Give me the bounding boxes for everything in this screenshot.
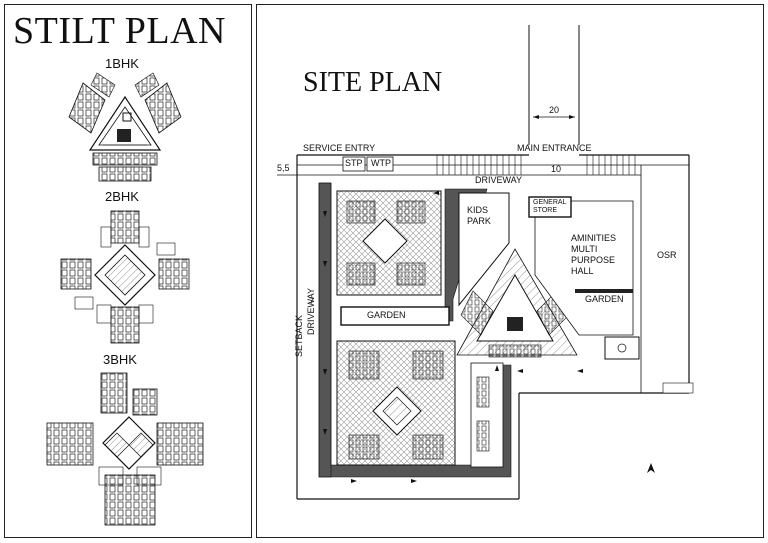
setback-label: SETBACK: [294, 314, 304, 357]
stilt-plan-title: STILT PLAN: [13, 10, 226, 52]
kids-park-area: [458, 192, 510, 307]
main-entrance-label: MAIN ENTRANCE: [517, 143, 592, 153]
site-plan-drawing: [277, 25, 694, 500]
stp-label: STP: [345, 158, 363, 168]
stilt-plan-1bhk: [68, 72, 182, 182]
road-width-dimension: 20: [549, 105, 560, 115]
tower-lower-core: [382, 396, 412, 426]
parking-lower-a: [348, 350, 380, 380]
entrance-width-dimension: 10: [551, 164, 562, 174]
garden-right-edge: [575, 289, 633, 293]
court-centre: [617, 343, 627, 353]
tower-triangular-core: [507, 317, 523, 331]
unit-label-1bhk: 1BHK: [105, 56, 139, 71]
general-store-label: GENERAL STORE: [533, 199, 567, 214]
site-plan-panel: SITE PLAN: [256, 4, 764, 538]
parking-tri-bottom: [488, 344, 542, 358]
tower-upper: [362, 218, 408, 264]
driveway-width-dimension: 7: [309, 296, 315, 306]
tower-triangular: [476, 273, 554, 342]
parking-upper-b: [396, 200, 426, 224]
driveway-left-label: DRIVEWAY: [306, 287, 316, 335]
parking-column-b: [476, 420, 490, 452]
stilt-plan-2bhk: [60, 210, 190, 344]
access-road: [528, 25, 580, 145]
parking-upper-d: [396, 262, 426, 286]
garden-right-label: GARDEN: [585, 294, 624, 304]
wtp-box: [366, 156, 394, 172]
kids-park-label: KIDS PARK: [467, 205, 491, 226]
amenities-area: [534, 200, 634, 336]
left-setback-dimension: 5,5: [277, 163, 290, 173]
stilt-plan-panel: STILT PLAN 1BHK 2BHK 3BHK: [4, 4, 252, 538]
osr-label: OSR: [657, 250, 677, 260]
parking-lower-c: [348, 434, 380, 460]
garden-strip-left: [340, 306, 450, 326]
parking-tri-left: [460, 290, 494, 336]
unit-label-2bhk: 2BHK: [105, 189, 139, 204]
site-plan-title: SITE PLAN: [303, 67, 443, 98]
flow-arrows: [323, 191, 583, 483]
general-store-box: [528, 196, 572, 218]
driveway-top-label: DRIVEWAY: [475, 175, 523, 185]
court: [604, 336, 640, 360]
amenities-label: AMINITIES MULTI PURPOSE HALL: [571, 233, 617, 276]
stilt-plans-drawing: [46, 72, 204, 526]
service-entry-label: SERVICE ENTRY: [303, 143, 376, 153]
garden-left-label: GARDEN: [367, 310, 406, 320]
parking-upper-c: [346, 262, 376, 286]
parking-lower-d: [412, 434, 444, 460]
north-arrow-icon: [647, 463, 655, 473]
site-boundary: [277, 154, 690, 500]
parking-upper-a: [346, 200, 376, 224]
parking-column-a: [476, 376, 490, 408]
stp-box: [342, 156, 366, 172]
parking-lower-b: [412, 350, 444, 380]
unit-label-3bhk: 3BHK: [103, 352, 137, 367]
wtp-label: WTP: [371, 158, 391, 168]
legend-box: [662, 382, 694, 394]
stilt-plan-3bhk: [46, 372, 204, 526]
